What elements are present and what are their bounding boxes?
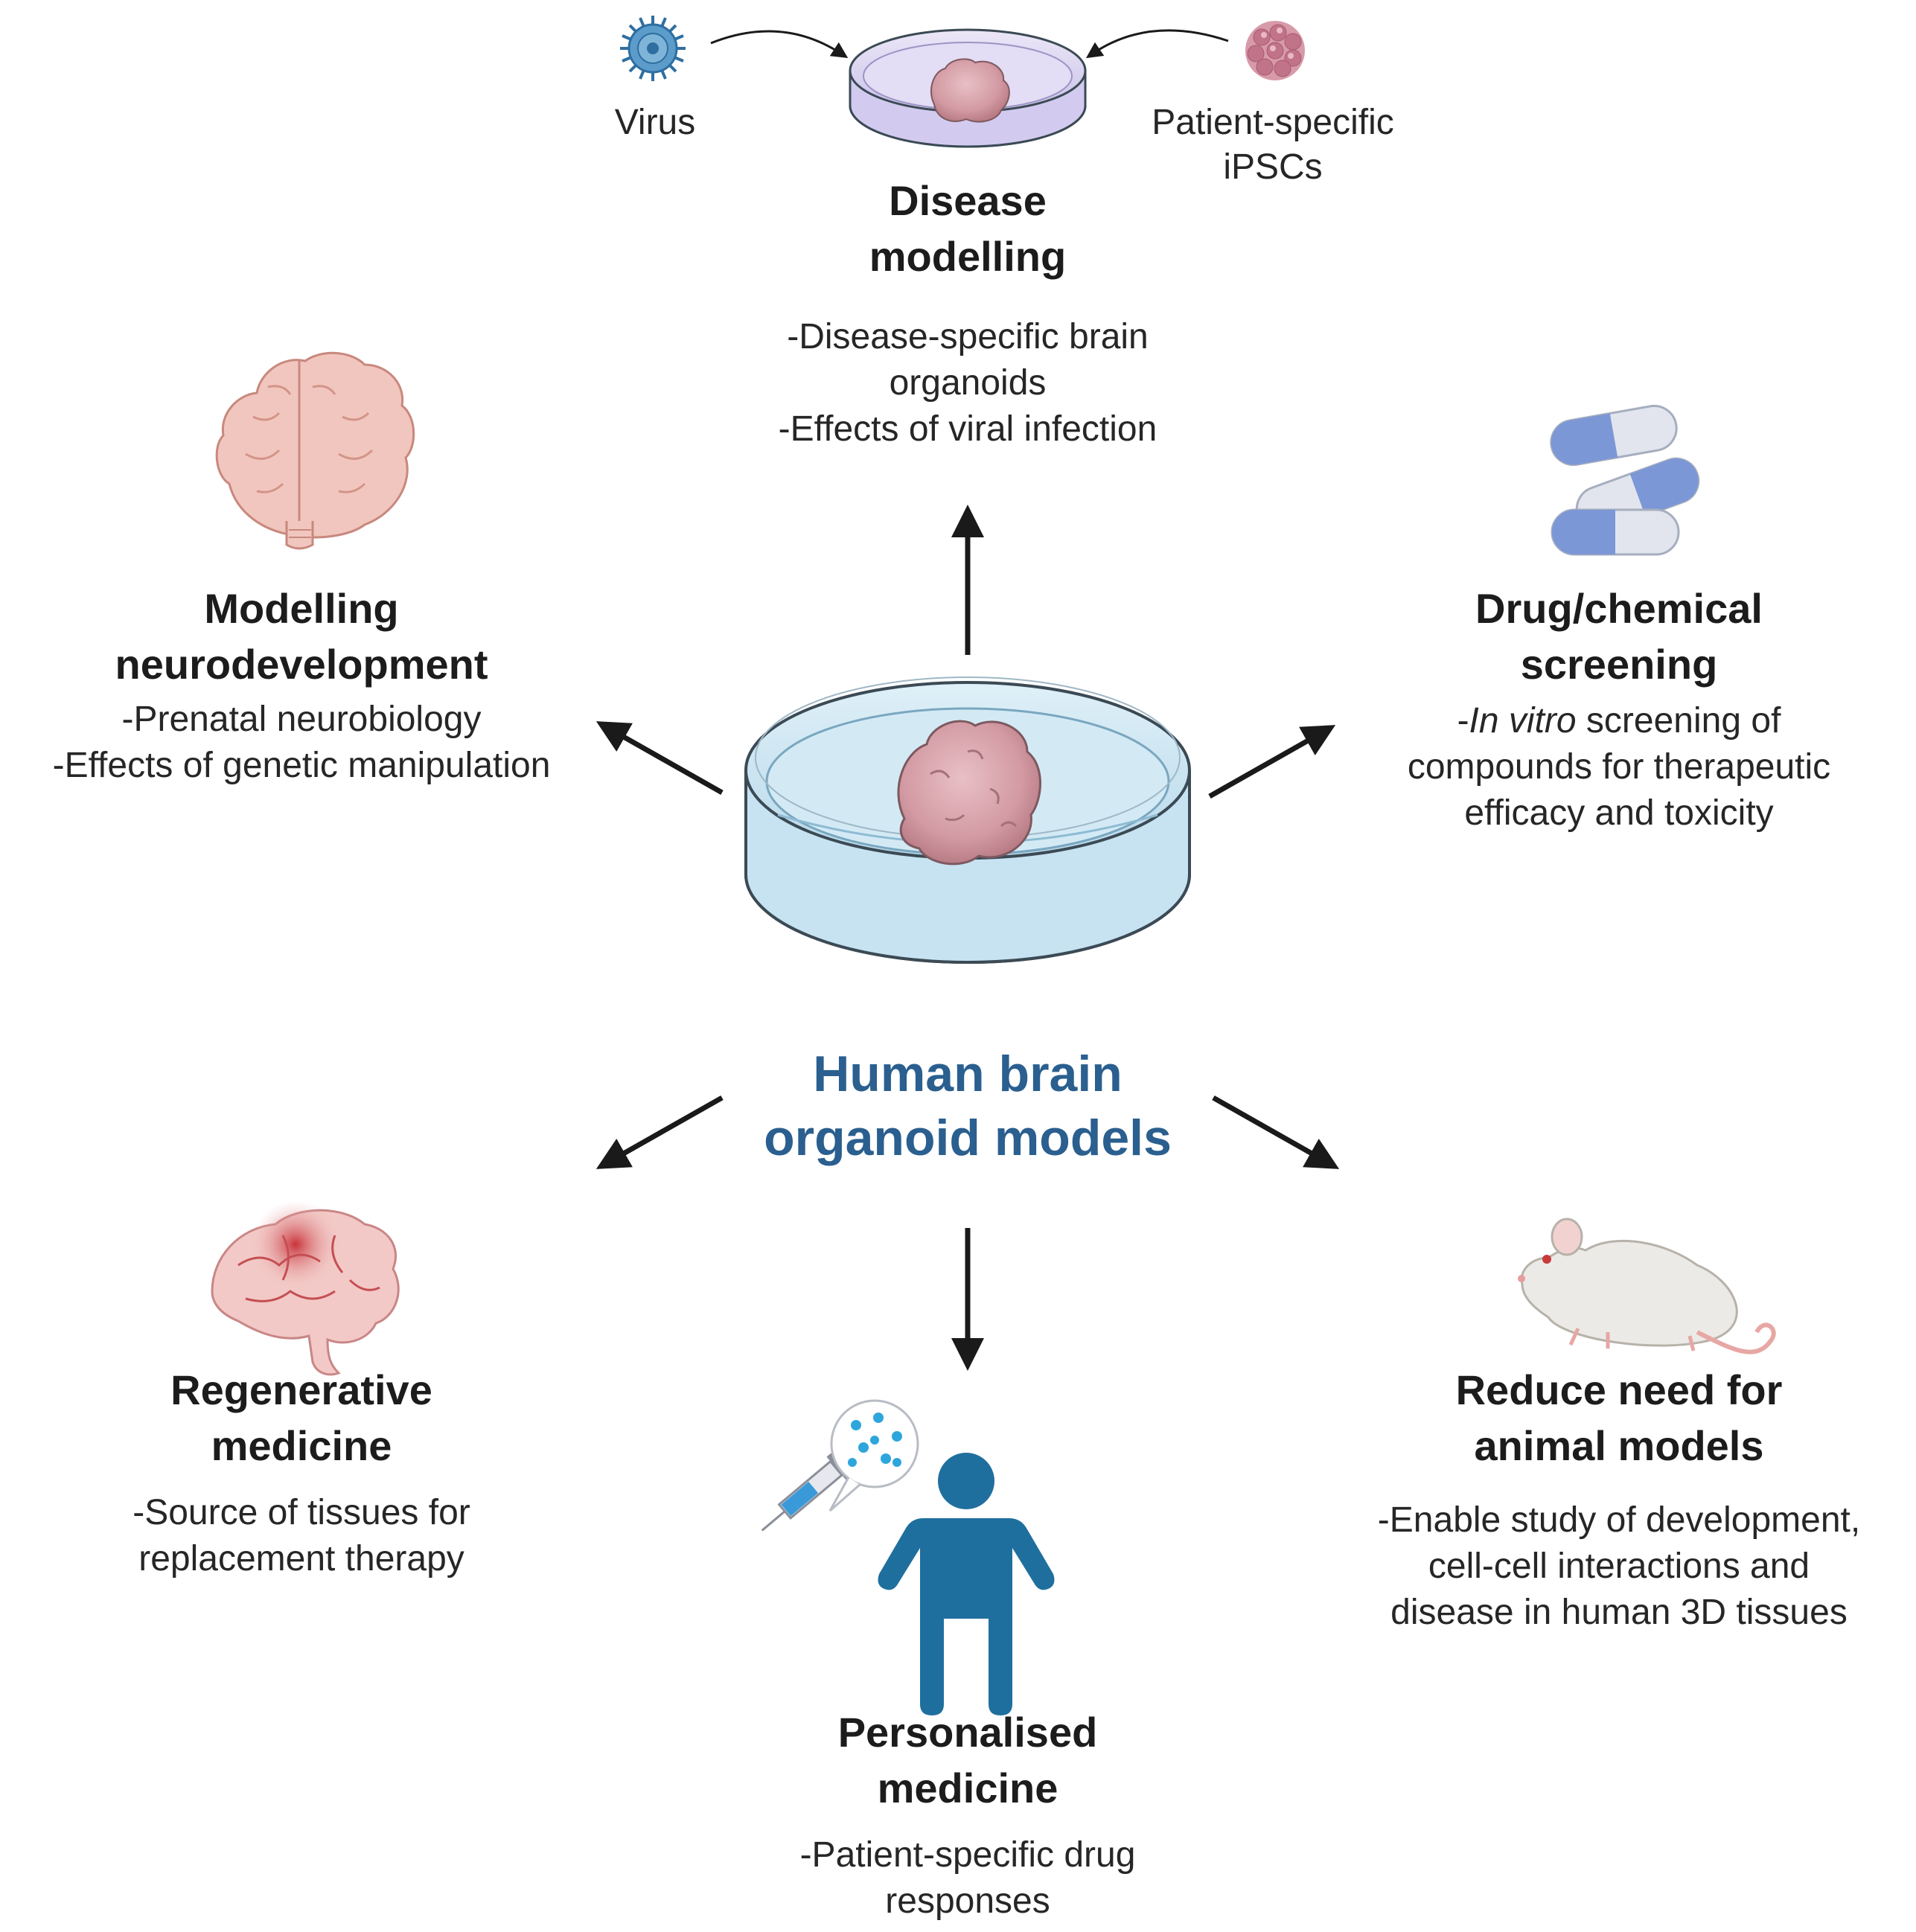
- neurodevelopment-title-line1: Modelling: [204, 585, 399, 632]
- ipsc-cluster-icon: [1245, 21, 1305, 80]
- drug-screening-desc-line2: compounds for therapeutic: [1407, 747, 1831, 787]
- neurodevelopment-title-line2: neurodevelopment: [115, 641, 488, 688]
- neurodevelopment-title: Modelling neurodevelopment: [0, 580, 603, 692]
- drug-screening-desc-italic: In vitro: [1469, 701, 1577, 741]
- drug-screening-desc: -In vitro screening of compounds for the…: [1325, 698, 1913, 837]
- personalised-title-line1: Personalised: [837, 1709, 1098, 1756]
- disease-modelling-desc-line2: organoids: [889, 363, 1047, 403]
- arrow-upper-right: [1208, 725, 1336, 799]
- neurodevelopment-desc-line2: -Effects of genetic manipulation: [52, 746, 551, 785]
- virus-icon: [620, 16, 686, 81]
- center-title-line1: Human brain: [813, 1046, 1123, 1102]
- damaged-brain-icon: [211, 1202, 400, 1376]
- virus-arrow: [710, 30, 849, 58]
- ipsc-label: Patient-specific iPSCs: [1117, 100, 1429, 190]
- brain-icon: [215, 351, 415, 550]
- regenerative-desc-line2: replacement therapy: [138, 1539, 464, 1578]
- animal-models-title-line1: Reduce need for: [1455, 1366, 1783, 1413]
- mouse-icon: [1518, 1218, 1776, 1354]
- personalised-desc-line1: -Patient-specific drug: [799, 1835, 1136, 1875]
- disease-modelling-desc-line3: -Effects of viral infection: [778, 409, 1157, 449]
- arrow-upper-left: [595, 721, 724, 796]
- arrow-lower-right: [1212, 1095, 1340, 1169]
- neurodevelopment-section: Modelling neurodevelopment -Prenatal neu…: [0, 580, 603, 789]
- drug-screening-desc-rest: screening of: [1576, 701, 1781, 741]
- animal-models-title-line2: animal models: [1474, 1422, 1764, 1469]
- animal-models-desc-line2: cell-cell interactions and: [1428, 1546, 1810, 1586]
- personalised-desc: -Patient-specific drug responses: [707, 1832, 1228, 1925]
- regenerative-section: Regenerative medicine -Source of tissues…: [45, 1362, 558, 1582]
- animal-models-desc-line1: -Enable study of development,: [1377, 1500, 1861, 1540]
- arrow-lower-left: [595, 1095, 724, 1169]
- ipsc-arrow: [1085, 29, 1229, 59]
- animal-models-title: Reduce need for animal models: [1325, 1362, 1913, 1474]
- regenerative-title-line1: Regenerative: [170, 1366, 432, 1413]
- neurodevelopment-desc: -Prenatal neurobiology -Effects of genet…: [0, 697, 603, 789]
- drug-screening-section: Drug/chemical screening -In vitro screen…: [1325, 580, 1913, 837]
- drug-screening-title-line2: screening: [1520, 641, 1718, 688]
- brain-organoid-icon: [897, 720, 1041, 866]
- disease-modelling-desc-line1: -Disease-specific brain: [787, 317, 1149, 356]
- drug-screening-title: Drug/chemical screening: [1325, 580, 1913, 692]
- drug-screening-desc-line1: -In vitro screening of: [1325, 698, 1913, 744]
- drug-screening-desc-prefix: -: [1457, 701, 1469, 741]
- animal-models-desc-line3: disease in human 3D tissues: [1390, 1593, 1848, 1632]
- regenerative-title: Regenerative medicine: [45, 1362, 558, 1474]
- disease-modelling-section: Disease modelling -Disease-specific brai…: [707, 173, 1228, 452]
- ipsc-label-line1: Patient-specific: [1152, 103, 1394, 142]
- arrows: [595, 505, 1340, 1371]
- person-icon: [878, 1453, 1055, 1715]
- disease-modelling-title: Disease modelling: [707, 173, 1228, 284]
- capsules-icon: [1550, 404, 1700, 556]
- center-title: Human brain organoid models: [670, 1042, 1265, 1170]
- personalised-desc-line2: responses: [885, 1881, 1050, 1921]
- animal-models-desc: -Enable study of development, cell-cell …: [1325, 1497, 1913, 1636]
- regenerative-desc-line1: -Source of tissues for: [132, 1493, 470, 1532]
- virus-label: Virus: [614, 103, 696, 142]
- disease-modelling-title-line2: modelling: [869, 233, 1067, 280]
- ipsc-label-line2: iPSCs: [1223, 147, 1323, 187]
- disease-modelling-title-line1: Disease: [889, 177, 1047, 224]
- personalised-title: Personalised medicine: [707, 1704, 1228, 1816]
- center-title-line2: organoid models: [764, 1110, 1172, 1166]
- regenerative-title-line2: medicine: [211, 1422, 392, 1469]
- animal-models-section: Reduce need for animal models -Enable st…: [1325, 1362, 1913, 1636]
- regenerative-desc: -Source of tissues for replacement thera…: [45, 1490, 558, 1582]
- drug-screening-desc-line3: efficacy and toxicity: [1464, 793, 1774, 833]
- small-petri-dish-icon: [849, 28, 1087, 148]
- personalised-title-line2: medicine: [877, 1765, 1058, 1811]
- personalised-section: Personalised medicine -Patient-specific …: [707, 1704, 1228, 1925]
- central-petri-dish-icon: [744, 676, 1191, 964]
- syringe-icon: [761, 1399, 919, 1532]
- neurodevelopment-desc-line1: -Prenatal neurobiology: [121, 700, 482, 739]
- drug-screening-title-line1: Drug/chemical: [1475, 585, 1763, 632]
- disease-modelling-desc: -Disease-specific brain organoids -Effec…: [707, 314, 1228, 452]
